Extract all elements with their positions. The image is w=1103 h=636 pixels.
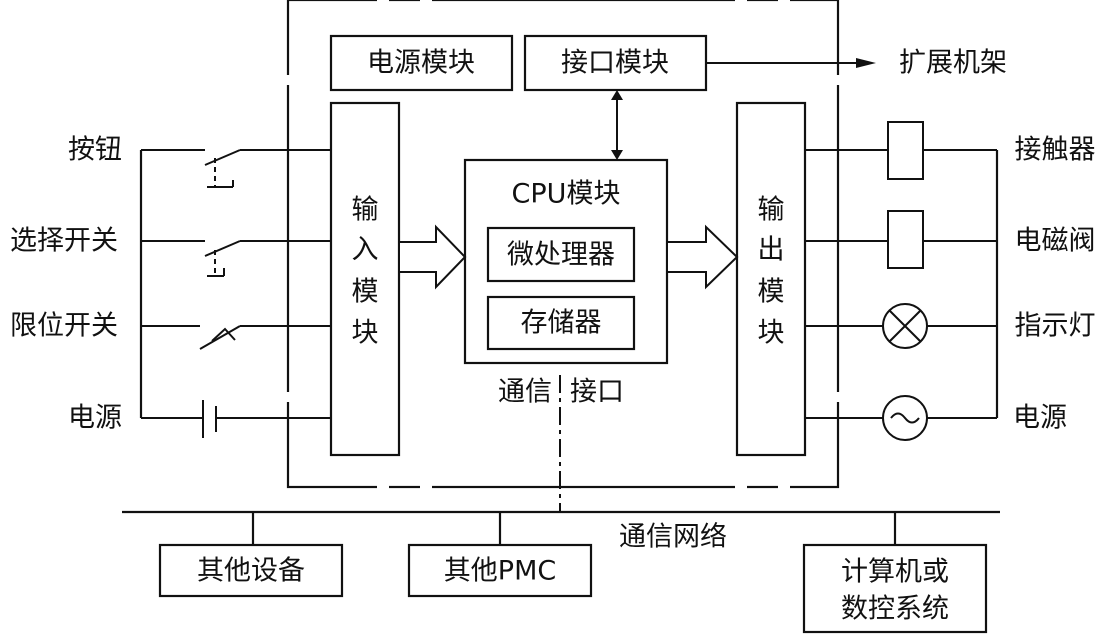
output-module-char: 模 [758, 277, 785, 308]
pushbutton-contact-icon [204, 149, 241, 166]
label-contactor: 接触器 [1015, 135, 1096, 166]
arrow-down-icon [611, 150, 623, 160]
selector-switch-contact-icon [204, 240, 241, 257]
label-indicator-light: 指示灯 [1015, 311, 1096, 342]
input-module-char: 块 [352, 318, 379, 349]
arrow-right-icon [856, 58, 876, 68]
other-pmc-box [407, 543, 593, 598]
label-solenoid-valve: 电磁阀 [1015, 226, 1096, 257]
input-module-box [329, 101, 401, 457]
arrow-up-icon [611, 90, 623, 100]
label-comm-interface-part1: 通信 [498, 377, 552, 408]
input-flow-arrow-icon [398, 224, 467, 290]
other-devices-box [158, 543, 344, 598]
label-limit-switch: 限位开关 [10, 311, 118, 342]
label-memory: 存储器 [521, 308, 602, 339]
label-computer-line1: 计算机或 [841, 557, 949, 588]
label-other-devices: 其他设备 [197, 556, 305, 587]
limit-switch-contact-icon [199, 325, 241, 350]
label-expansion-rack: 扩展机架 [899, 48, 1007, 79]
output-flow-arrow-icon [666, 224, 739, 290]
label-computer-line2: 数控系统 [841, 594, 949, 625]
processor-box [486, 226, 636, 283]
output-module-box [735, 101, 807, 457]
plc-frame [286, 0, 840, 489]
label-power-module: 电源模块 [367, 48, 475, 79]
label-processor: 微处理器 [507, 240, 615, 271]
label-interface-module: 接口模块 [561, 48, 669, 79]
input-module-char: 输 [352, 195, 379, 226]
output-module-char: 输 [758, 195, 785, 226]
label-button: 按钮 [68, 135, 122, 166]
label-comm-interface-part2: 接口 [570, 377, 624, 408]
label-selector-switch: 选择开关 [10, 226, 118, 257]
computer-box [802, 543, 988, 634]
output-module-char: 块 [758, 318, 785, 349]
power-module-box [329, 34, 514, 92]
solenoid-coil-icon [887, 210, 924, 269]
input-module-char: 模 [352, 277, 379, 308]
label-other-pmc: 其他PMC [444, 556, 556, 587]
memory-box [486, 295, 636, 351]
label-cpu-module: CPU模块 [512, 179, 621, 210]
label-input-power: 电源 [68, 403, 122, 434]
input-module-char: 入 [352, 235, 379, 266]
label-output-power: 电源 [1013, 403, 1067, 434]
contactor-coil-icon [887, 121, 924, 180]
label-comm-network: 通信网络 [619, 522, 727, 553]
output-module-char: 出 [758, 235, 785, 266]
